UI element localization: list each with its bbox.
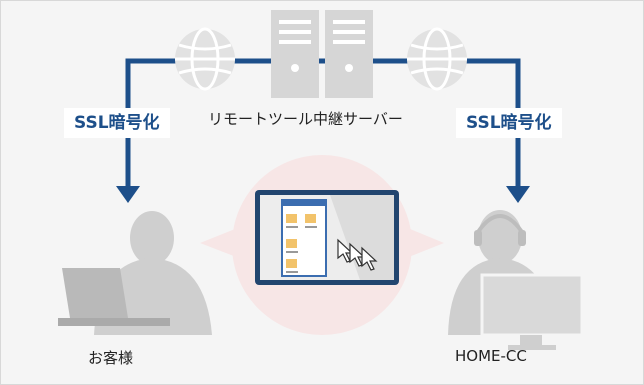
- globe-icon: [175, 27, 235, 91]
- relay-server-label: リモートツール中継サーバー: [208, 110, 403, 128]
- right-arrowhead: [506, 186, 530, 203]
- laptop-icon: [58, 268, 170, 326]
- shared-screen: [255, 190, 399, 285]
- ssl-encryption-label-left: SSL暗号化: [64, 108, 170, 138]
- ssl-encryption-label-right: SSL暗号化: [456, 108, 562, 138]
- homecc-label: HOME-CC: [455, 347, 527, 365]
- left-arrowhead: [116, 186, 140, 203]
- customer-label: お客様: [88, 349, 134, 367]
- cursor-icon: [337, 238, 378, 271]
- right-connector-line: [462, 58, 521, 188]
- monitor-icon: [480, 273, 584, 350]
- globe-icon: [407, 27, 467, 91]
- server-icon: [271, 10, 373, 98]
- left-connector-line: [125, 58, 182, 188]
